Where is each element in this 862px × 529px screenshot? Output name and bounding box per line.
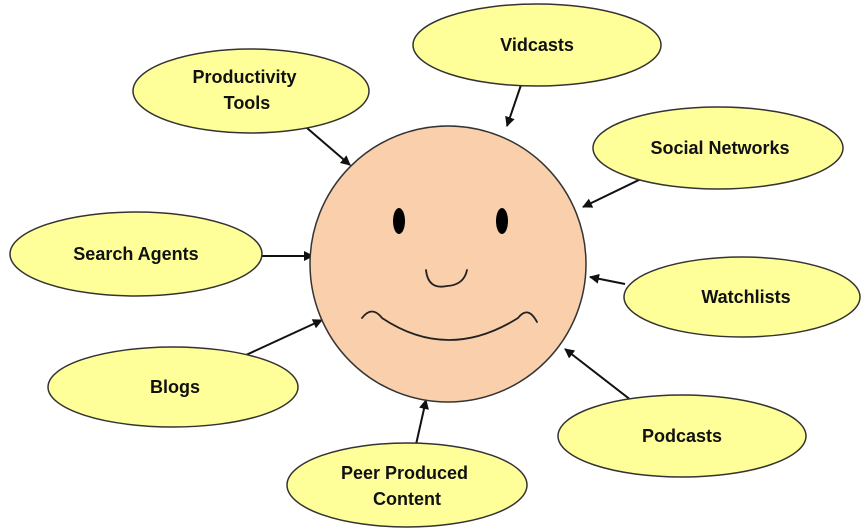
arrow-peer-produced-content [414, 399, 429, 450]
node-productivity-tools-label: Productivity Tools [192, 67, 301, 113]
node-blogs: Blogs [47, 346, 299, 428]
node-vidcasts-label: Vidcasts [500, 35, 574, 55]
node-search-agents: Search Agents [9, 211, 263, 297]
node-productivity-tools: Productivity Tools [132, 48, 370, 134]
face-circle [309, 125, 587, 403]
node-watchlists: Watchlists [623, 256, 861, 338]
nose [425, 269, 468, 288]
node-podcasts: Podcasts [557, 394, 807, 478]
mouth [361, 310, 538, 341]
arrow-productivity-tools [299, 121, 351, 166]
right-eye [496, 208, 508, 234]
node-search-agents-label: Search Agents [73, 244, 198, 264]
arrow-watchlists [589, 273, 626, 285]
arrow-podcasts [564, 348, 637, 405]
node-podcasts-label: Podcasts [642, 426, 722, 446]
node-blogs-label: Blogs [150, 377, 200, 397]
arrows [245, 84, 646, 450]
node-social-networks-label: Social Networks [650, 138, 789, 158]
node-peer-produced-content-label: Peer Produced Content [341, 463, 473, 509]
node-vidcasts: Vidcasts [412, 3, 662, 87]
node-watchlists-label: Watchlists [701, 287, 790, 307]
smiley-face-icon [309, 125, 587, 403]
left-eye [393, 208, 405, 234]
arrow-vidcasts [505, 84, 522, 127]
arrow-social-networks [582, 176, 646, 208]
node-peer-produced-content: Peer Produced Content [286, 442, 528, 528]
node-social-networks: Social Networks [592, 106, 844, 190]
arrow-blogs [245, 319, 323, 356]
